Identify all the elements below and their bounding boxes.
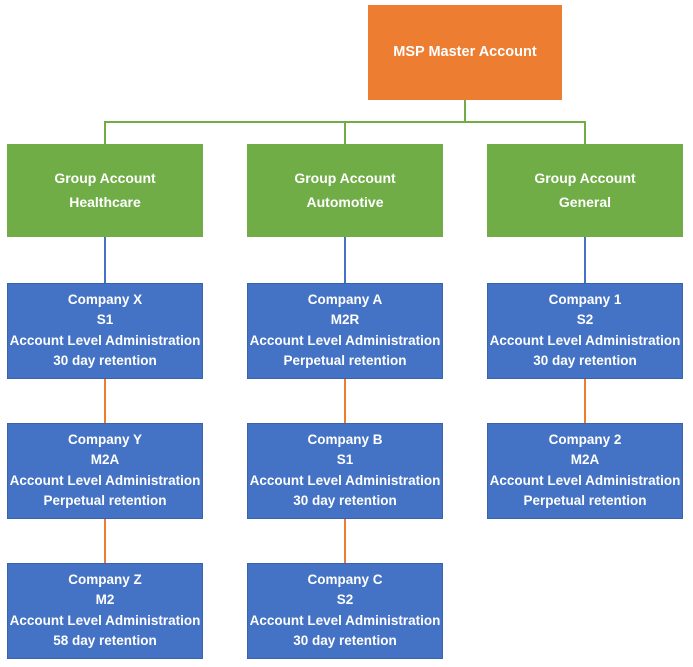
company-retention: Perpetual retention <box>43 492 167 508</box>
company-name: Company Y <box>67 432 143 448</box>
group-label-line1: Group Account <box>534 169 636 186</box>
connector-company1-company2 <box>584 378 586 423</box>
connector-root-stem <box>464 99 466 122</box>
connector-healthcare-companyx <box>104 236 106 283</box>
company-box-a: Company A M2R Account Level Administrati… <box>247 283 443 379</box>
connector-drop-automotive <box>344 121 346 145</box>
company-admin: Account Level Administration <box>489 472 681 488</box>
company-retention: Perpetual retention <box>523 492 647 508</box>
company-tier: M2R <box>330 312 360 328</box>
company-tier: S1 <box>336 452 354 468</box>
company-retention: 58 day retention <box>53 632 157 648</box>
company-admin: Account Level Administration <box>249 612 441 628</box>
connector-drop-healthcare <box>104 121 106 145</box>
company-box-1: Company 1 S2 Account Level Administratio… <box>487 283 683 379</box>
company-admin: Account Level Administration <box>489 332 681 348</box>
company-box-b: Company B S1 Account Level Administratio… <box>247 423 443 519</box>
company-name: Company A <box>307 292 383 308</box>
company-admin: Account Level Administration <box>9 472 201 488</box>
connector-companya-companyb <box>344 378 346 423</box>
connector-automotive-companya <box>344 236 346 283</box>
company-tier: S1 <box>96 312 114 328</box>
group-label-line1: Group Account <box>54 169 156 186</box>
company-tier: M2A <box>570 452 600 468</box>
company-retention: Perpetual retention <box>283 352 407 368</box>
group-box-general: Group Account General <box>487 144 683 237</box>
company-tier: M2 <box>95 592 115 608</box>
company-box-c: Company C S2 Account Level Administratio… <box>247 563 443 659</box>
connector-companyb-companyc <box>344 518 346 563</box>
group-label-line2: Automotive <box>306 194 384 210</box>
company-box-2: Company 2 M2A Account Level Administrati… <box>487 423 683 519</box>
company-tier: M2A <box>90 452 120 468</box>
msp-master-account-label: MSP Master Account <box>393 43 537 60</box>
msp-master-account-box: MSP Master Account <box>368 5 562 100</box>
company-name: Company B <box>307 432 383 448</box>
company-name: Company C <box>307 572 383 588</box>
company-admin: Account Level Administration <box>249 332 441 348</box>
company-name: Company 1 <box>548 292 622 308</box>
group-box-automotive: Group Account Automotive <box>247 144 443 237</box>
company-name: Company X <box>67 292 143 308</box>
company-box-z: Company Z M2 Account Level Administratio… <box>7 563 203 659</box>
company-admin: Account Level Administration <box>249 472 441 488</box>
company-retention: 30 day retention <box>533 352 637 368</box>
company-retention: 30 day retention <box>293 492 397 508</box>
group-box-healthcare: Group Account Healthcare <box>7 144 203 237</box>
company-box-y: Company Y M2A Account Level Administrati… <box>7 423 203 519</box>
connector-companyx-companyy <box>104 378 106 423</box>
company-tier: S2 <box>576 312 594 328</box>
company-tier: S2 <box>336 592 354 608</box>
connector-general-company1 <box>584 236 586 283</box>
company-admin: Account Level Administration <box>9 612 201 628</box>
company-name: Company 2 <box>548 432 622 448</box>
company-name: Company Z <box>68 572 142 588</box>
company-box-x: Company X S1 Account Level Administratio… <box>7 283 203 379</box>
connector-companyy-companyz <box>104 518 106 563</box>
group-label-line1: Group Account <box>294 169 396 186</box>
company-retention: 30 day retention <box>53 352 157 368</box>
group-label-line2: Healthcare <box>69 194 141 210</box>
connector-drop-general <box>584 121 586 145</box>
company-retention: 30 day retention <box>293 632 397 648</box>
company-admin: Account Level Administration <box>9 332 201 348</box>
group-label-line2: General <box>558 194 612 210</box>
